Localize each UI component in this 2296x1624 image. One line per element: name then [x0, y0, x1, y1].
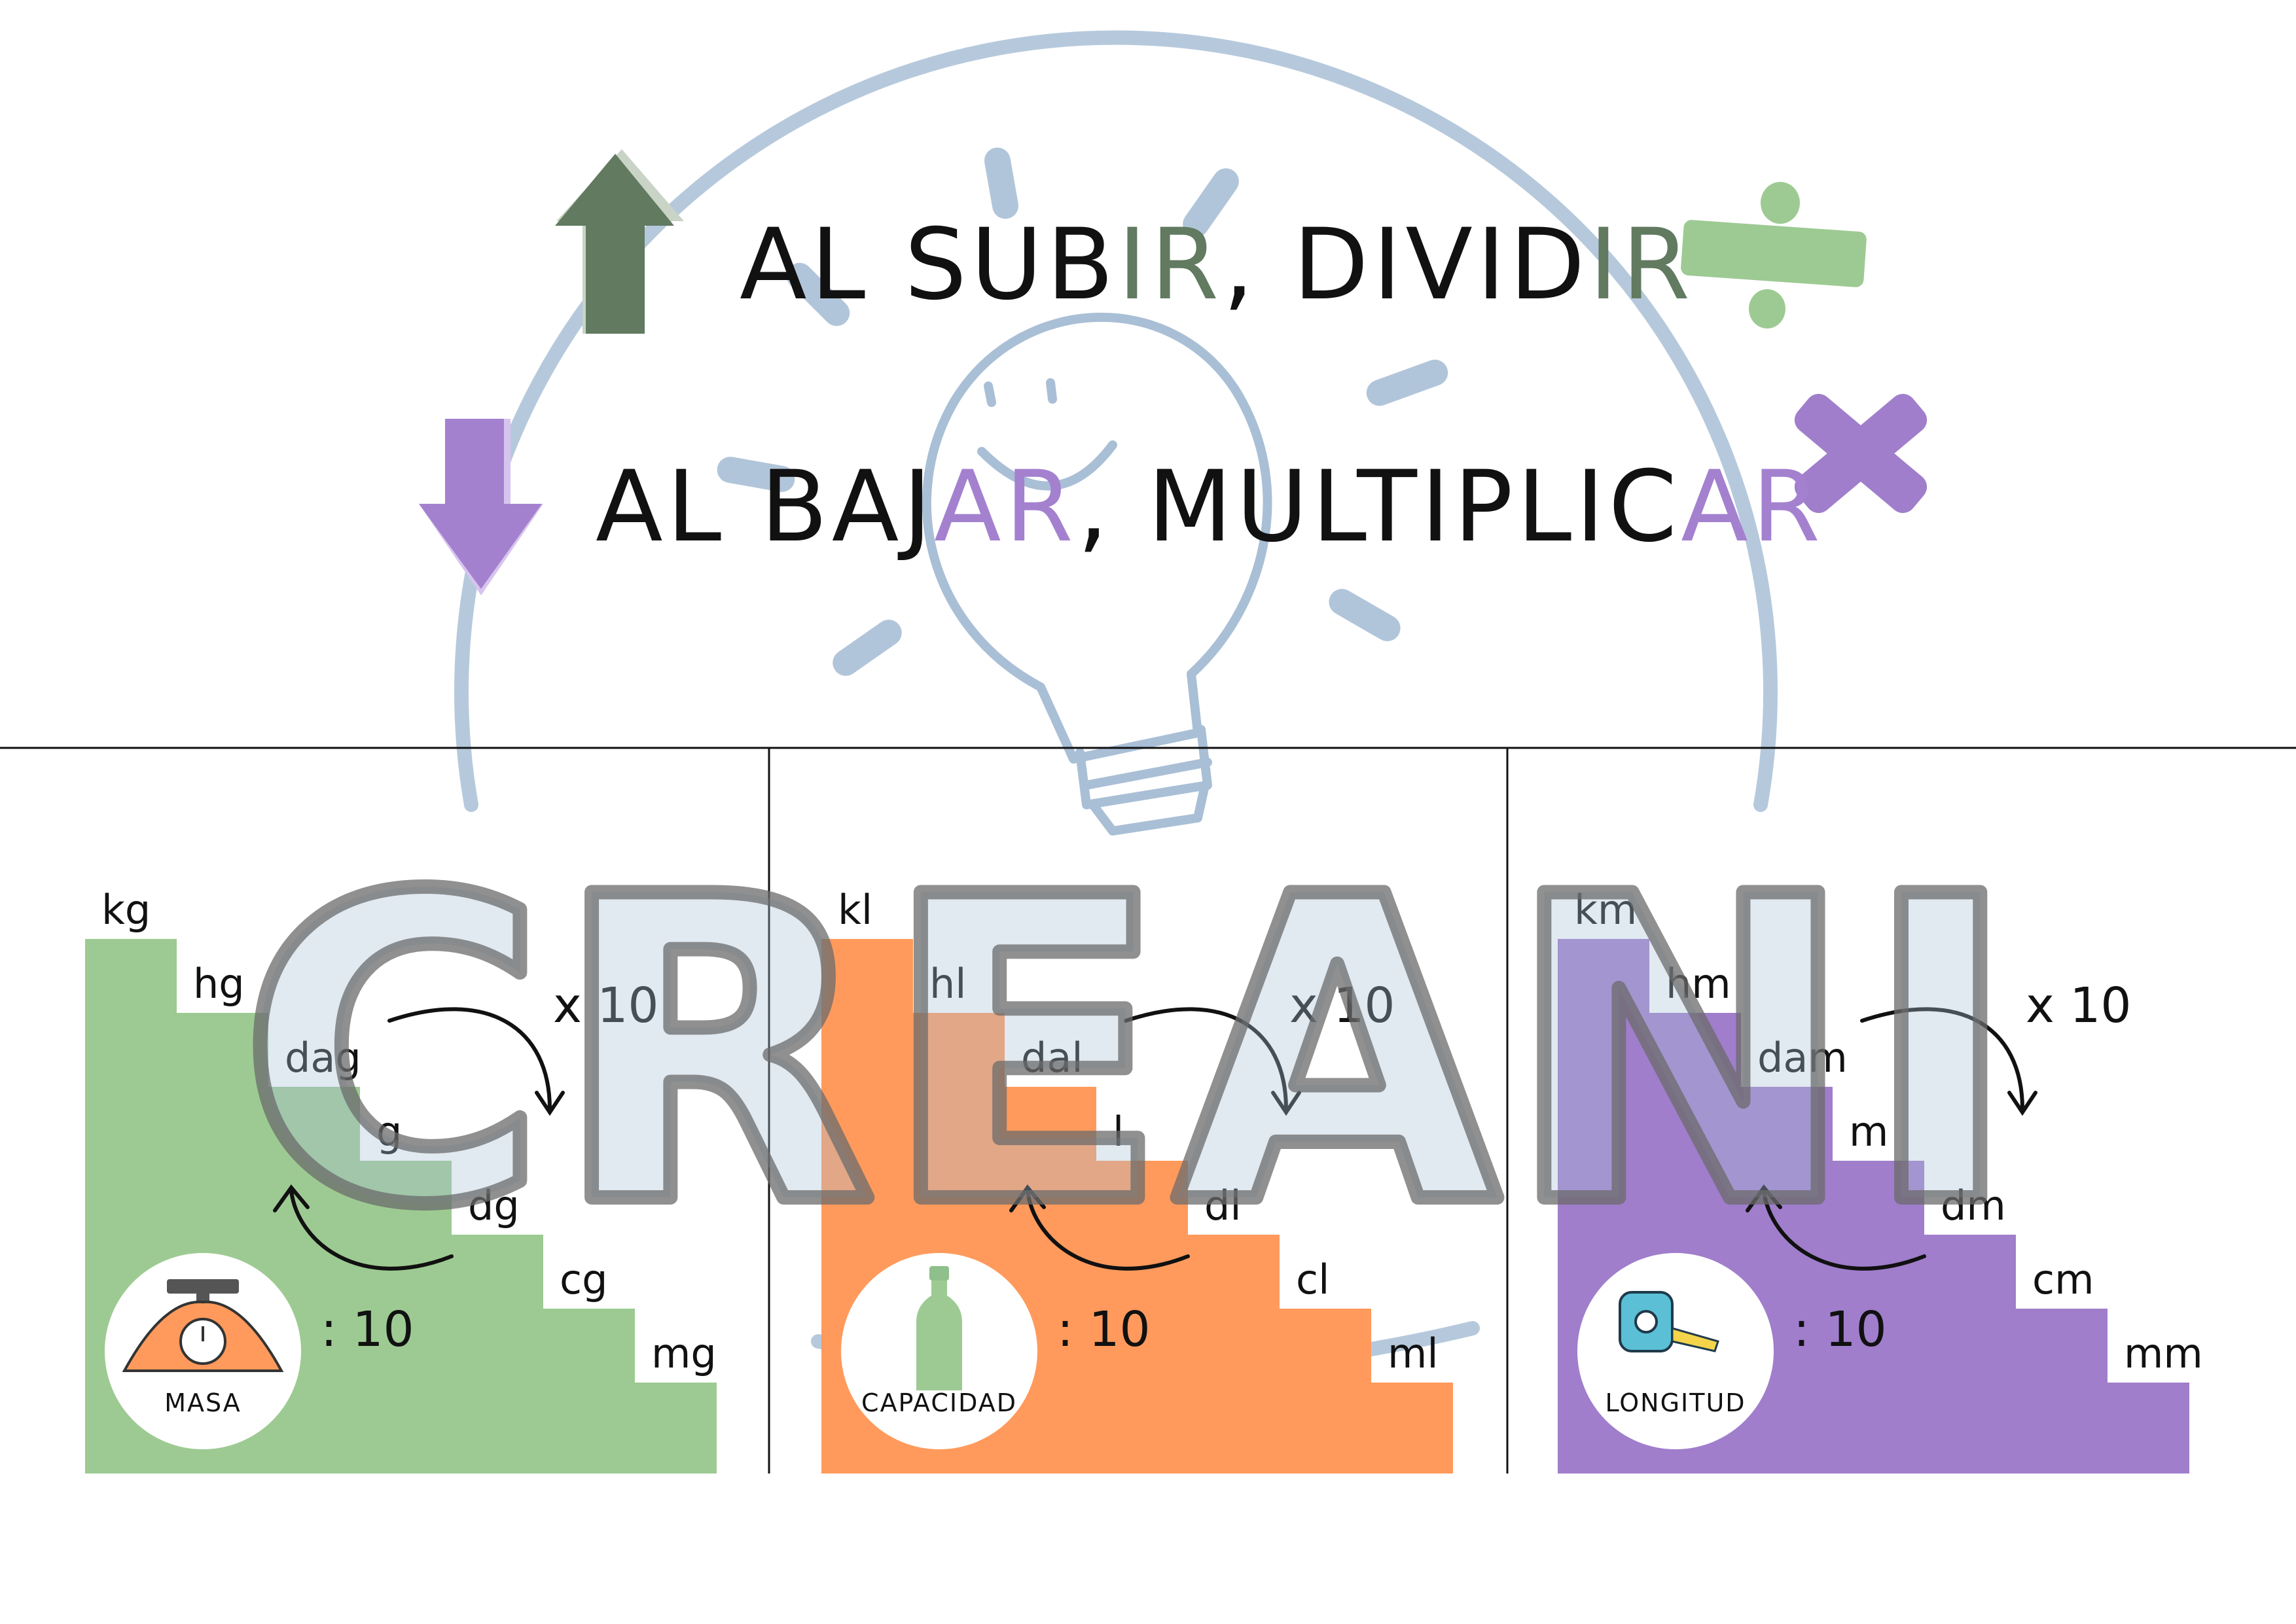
arrowhead-up-longitud: [1746, 1184, 1782, 1212]
rule-up-prefix: AL SUB: [740, 208, 1118, 322]
arrowhead-down-capacidad: [1271, 1091, 1301, 1116]
unit-label-kg: kg: [101, 886, 151, 934]
unit-label-hm: hm: [1666, 960, 1731, 1008]
multiply-label-longitud: x 10: [2026, 978, 2132, 1034]
unit-label-km: km: [1574, 886, 1638, 934]
bottle-icon: [916, 1266, 962, 1390]
arrowhead-down-masa: [535, 1091, 565, 1116]
unit-label-cl: cl: [1296, 1256, 1330, 1303]
rule-up-text: AL SUBIR, DIVIDIR: [740, 216, 1694, 314]
arrow-up-icon: [555, 149, 684, 334]
multiply-label-capacidad: x 10: [1289, 978, 1395, 1034]
unit-label-ml: ml: [1388, 1330, 1439, 1377]
divide-label-capacidad: : 10: [1057, 1301, 1151, 1358]
unit-label-kl: kl: [838, 886, 873, 934]
rule-down-mid: , MULTIPLIC: [1077, 450, 1681, 564]
rule-down-highlight-2: AR: [1681, 450, 1825, 564]
arrowhead-up-masa: [273, 1184, 310, 1212]
arrowhead-down-longitud: [2007, 1091, 2037, 1116]
arrow-down-right-longitud: [1860, 1007, 2024, 1111]
lightbulb-rays: [717, 147, 1448, 676]
rule-down-text: AL BAJAR, MULTIPLICAR: [596, 458, 1824, 556]
unit-label-cg: cg: [560, 1256, 608, 1303]
unit-label-dam: dam: [1757, 1034, 1848, 1082]
arrow-up-left-capacidad: [1026, 1189, 1190, 1271]
badge-label-capacidad: CAPACIDAD: [861, 1388, 1017, 1417]
tape-measure-icon: [1619, 1291, 1719, 1352]
unit-label-g: g: [376, 1108, 403, 1156]
arrowhead-up-capacidad: [1009, 1184, 1046, 1212]
badge-label-masa: MASA: [164, 1388, 242, 1417]
arrow-down-right-capacidad: [1124, 1007, 1288, 1111]
unit-label-l: l: [1113, 1108, 1124, 1156]
unit-label-dl: dl: [1204, 1182, 1242, 1229]
unit-label-mg: mg: [651, 1330, 717, 1377]
arrow-up-left-masa: [289, 1189, 454, 1271]
badge-longitud: [1577, 1253, 1774, 1449]
unit-label-dal: dal: [1021, 1034, 1083, 1082]
rule-down-highlight-1: AR: [933, 450, 1077, 564]
rule-up-highlight-1: IR: [1117, 208, 1223, 322]
unit-label-dm: dm: [1941, 1182, 2006, 1229]
unit-label-hg: hg: [193, 960, 245, 1008]
arrow-down-right-masa: [387, 1007, 552, 1111]
unit-label-mm: mm: [2124, 1330, 2203, 1377]
rule-up-mid: , DIVID: [1223, 208, 1589, 322]
unit-label-cm: cm: [2032, 1256, 2094, 1303]
unit-label-dg: dg: [468, 1182, 520, 1229]
divide-icon: [1681, 182, 1867, 328]
arrow-down-icon: [419, 419, 543, 595]
multiply-label-masa: x 10: [553, 978, 659, 1034]
scale-icon: [122, 1279, 284, 1372]
unit-label-hl: hl: [929, 960, 967, 1008]
arrow-up-left-longitud: [1762, 1189, 1926, 1271]
lightbulb-icon: [922, 312, 1272, 836]
multiply-icon: [1794, 393, 1928, 514]
rule-down-prefix: AL BAJ: [596, 450, 934, 564]
badge-label-longitud: LONGITUD: [1605, 1388, 1746, 1417]
divide-label-masa: : 10: [321, 1301, 414, 1358]
watermark-circle-arc: [454, 30, 1778, 812]
unit-label-m: m: [1849, 1108, 1889, 1156]
divide-label-longitud: : 10: [1793, 1301, 1887, 1358]
rule-up-highlight-2: IR: [1588, 208, 1695, 322]
unit-label-dag: dag: [285, 1034, 361, 1082]
